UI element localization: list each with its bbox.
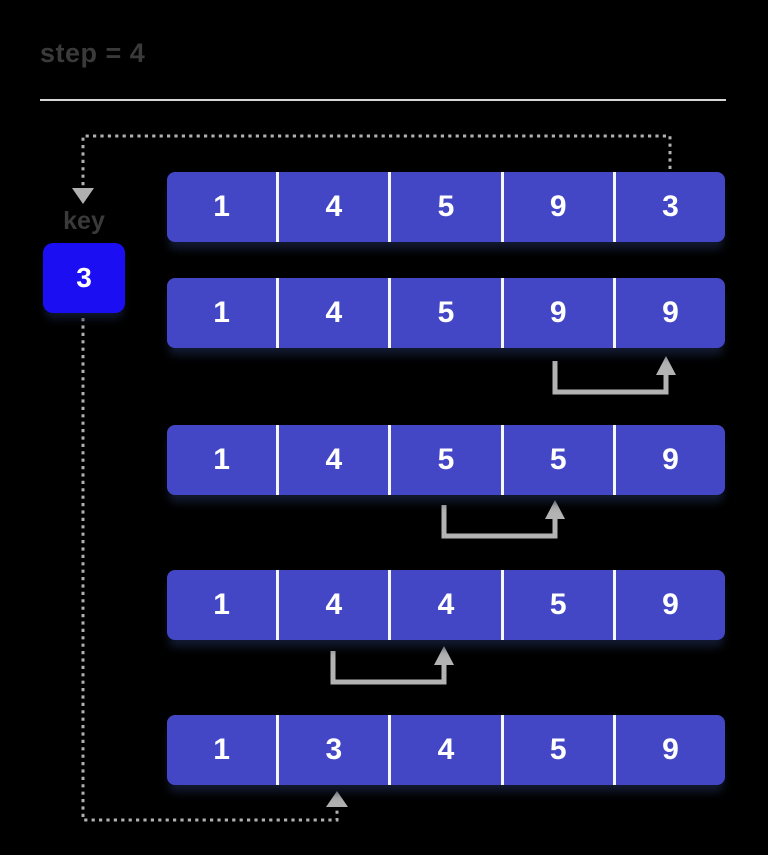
array-cell: 5 (500, 715, 613, 785)
shift-arrow-row2 (552, 361, 669, 395)
array-cell: 4 (388, 715, 500, 785)
array-row-4: 1 4 4 5 9 (167, 570, 725, 640)
arrowhead-up-icon (326, 791, 348, 807)
array-cell: 1 (213, 733, 230, 766)
array-cell: 9 (612, 715, 725, 785)
array-row-2: 1 4 5 9 9 (167, 278, 725, 348)
divider-line (40, 99, 726, 101)
array-cell: 9 (500, 278, 613, 348)
array-cell: 9 (612, 570, 725, 640)
array-cell: 9 (612, 278, 725, 348)
array-cell: 1 (213, 443, 230, 476)
shift-arrow-row3 (441, 505, 558, 539)
array-cell: 5 (388, 425, 500, 495)
array-row-3: 1 4 5 5 9 (167, 425, 725, 495)
array-cell: 5 (500, 570, 613, 640)
array-cell: 1 (213, 588, 230, 621)
array-cell: 4 (388, 570, 500, 640)
step-label: step = 4 (40, 38, 146, 68)
shift-arrow-row4 (330, 651, 447, 685)
array-cell: 4 (276, 278, 388, 348)
arrowhead-down-icon (72, 188, 94, 204)
array-cell: 5 (388, 172, 500, 242)
array-cell: 1 (213, 296, 230, 329)
array-cell: 5 (388, 278, 500, 348)
array-cell: 4 (276, 570, 388, 640)
array-cell: 4 (276, 425, 388, 495)
array-cell: 1 (213, 190, 230, 223)
array-cell: 4 (276, 172, 388, 242)
array-row-1: 1 4 5 9 3 (167, 172, 725, 242)
array-cell: 3 (276, 715, 388, 785)
key-box: 3 (43, 243, 125, 313)
array-row-5: 1 3 4 5 9 (167, 715, 725, 785)
array-cell: 3 (612, 172, 725, 242)
array-cell: 9 (500, 172, 613, 242)
array-cell: 5 (500, 425, 613, 495)
shift-arrowhead-row2-icon (656, 356, 676, 375)
shift-arrowhead-row4-icon (434, 646, 454, 665)
key-label: key (63, 207, 105, 235)
shift-arrowhead-row3-icon (545, 500, 565, 519)
array-cell: 9 (612, 425, 725, 495)
